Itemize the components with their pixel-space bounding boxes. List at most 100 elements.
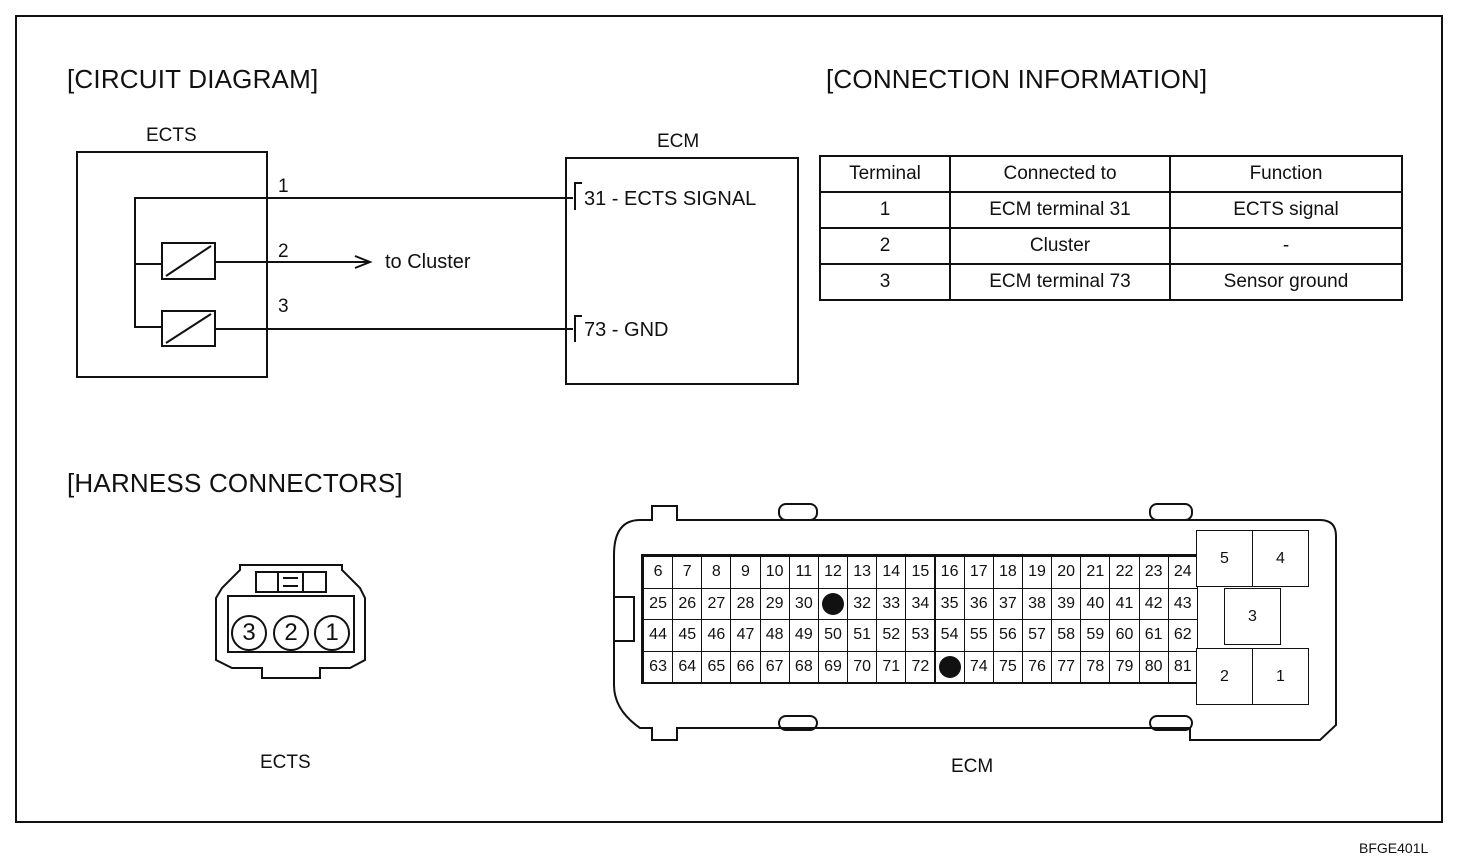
ecm-pin-62: 62 [1167,619,1198,652]
ecm-pin-55: 55 [963,619,994,652]
ecm-pin-74: 74 [963,650,994,683]
ecm-pin-56: 56 [992,619,1023,652]
ecm-connector-body [613,503,1337,741]
table-header-cell: Function [1169,155,1403,193]
table-cell: ECTS signal [1169,191,1403,229]
ecm-pin-34: 34 [905,587,936,620]
ecm-pin-57: 57 [1021,619,1053,652]
table-header-cell: Connected to [949,155,1171,193]
ecm-pin-61: 61 [1138,619,1169,652]
ecm-pin-20: 20 [1051,556,1082,589]
ects-internal-wiring [134,197,573,330]
ecm-pin-27: 27 [701,587,732,620]
table-row: 2 Cluster - [819,227,1403,265]
ecm-pin-51: 51 [847,619,878,652]
ecm-pin-76: 76 [1021,650,1053,683]
outer-frame [15,15,1443,823]
ecm-pin-50: 50 [817,619,849,652]
sensor-element-2 [161,310,216,347]
sensor-element-1 [161,242,216,280]
ecm-pin-81: 81 [1167,650,1198,683]
ecm-terminal-31-label: 31 - ECTS SIGNAL [584,188,757,210]
ecm-pin-72: 72 [905,650,936,683]
ecm-pin-32: 32 [847,587,878,620]
ects-pin-2: 2 [273,615,309,651]
ecm-pin-39: 39 [1051,587,1082,620]
figure-code: BFGE401L [1359,840,1429,856]
ecm-pin-59: 59 [1080,619,1111,652]
ecm-pin-40: 40 [1080,587,1111,620]
ecm-pin-17: 17 [963,556,994,589]
ecm-pin-44: 44 [643,619,674,652]
connection-info-heading: [CONNECTION INFORMATION] [826,64,1208,94]
ects-pin-3: 3 [231,615,267,651]
ecm-pin-78: 78 [1080,650,1111,683]
ecm-pin-67: 67 [759,650,790,683]
ecm-pin-49: 49 [788,619,819,652]
ecm-pin-46: 46 [701,619,732,652]
ecm-pin-53: 53 [905,619,936,652]
ects-pin-1: 1 [314,615,350,651]
ecm-block-pin-2: 2 [1196,648,1253,705]
ecm-pin-13: 13 [847,556,878,589]
ecm-pin-22: 22 [1109,556,1140,589]
ecm-pin-71: 71 [876,650,907,683]
ecm-pin-16: 16 [934,556,965,589]
table-row: 1 ECM terminal 31 ECTS signal [819,191,1403,229]
table-row: 3 ECM terminal 73 Sensor ground [819,263,1403,301]
ecm-pin-7: 7 [672,556,703,589]
terminal-bracket-31 [574,182,582,210]
ecm-pin-63: 63 [643,650,674,683]
ecm-pin-38: 38 [1021,587,1053,620]
terminal-bracket-73 [574,315,582,342]
ecm-connector-label: ECM [951,756,994,777]
ecm-pin-21: 21 [1080,556,1111,589]
ecm-pin-75: 75 [992,650,1023,683]
ecm-box [565,157,799,385]
ecm-pin-33: 33 [876,587,907,620]
ecm-pin-60: 60 [1109,619,1140,652]
ecm-pin-9: 9 [730,556,761,589]
table-header-row: Terminal Connected to Function [819,155,1403,193]
table-cell: 3 [819,263,951,301]
ects-label: ECTS [146,125,197,146]
wire-number-2: 2 [278,241,289,262]
ects-connector-body [215,564,366,679]
ecm-pin-43: 43 [1167,587,1198,620]
ecm-pin-68: 68 [788,650,819,683]
ecm-pin-69: 69 [817,650,849,683]
ecm-pin-6: 6 [643,556,674,589]
ecm-pin-41: 41 [1109,587,1140,620]
ecm-pin-8: 8 [701,556,732,589]
ecm-pin-24: 24 [1167,556,1198,589]
pin-dot-marker [938,655,961,678]
harness-connectors-heading: [HARNESS CONNECTORS] [67,468,403,498]
ecm-pin-used-marker [817,587,849,620]
ecm-pin-12: 12 [817,556,849,589]
ecm-pin-15: 15 [905,556,936,589]
circuit-diagram-heading: [CIRCUIT DIAGRAM] [67,64,319,94]
pin-dot-marker [821,592,844,615]
ecm-pin-30: 30 [788,587,819,620]
connection-info-table: Terminal Connected to Function 1 ECM ter… [819,155,1403,301]
ecm-pin-42: 42 [1138,587,1169,620]
ecm-pin-18: 18 [992,556,1023,589]
ecm-pin-65: 65 [701,650,732,683]
ecm-pin-29: 29 [759,587,790,620]
ecm-pin-23: 23 [1138,556,1169,589]
ecm-pin-36: 36 [963,587,994,620]
table-cell: ECM terminal 31 [949,191,1171,229]
ects-box [76,151,268,378]
ecm-pin-52: 52 [876,619,907,652]
ecm-pin-64: 64 [672,650,703,683]
table-cell: ECM terminal 73 [949,263,1171,301]
ecm-pin-14: 14 [876,556,907,589]
ecm-pin-77: 77 [1051,650,1082,683]
ecm-pin-37: 37 [992,587,1023,620]
ecm-pin-35: 35 [934,587,965,620]
wire-number-1: 1 [278,176,289,197]
ecm-pin-66: 66 [730,650,761,683]
ecm-block-pin-3: 3 [1224,588,1281,645]
ecm-block-pin-1: 1 [1252,648,1309,705]
